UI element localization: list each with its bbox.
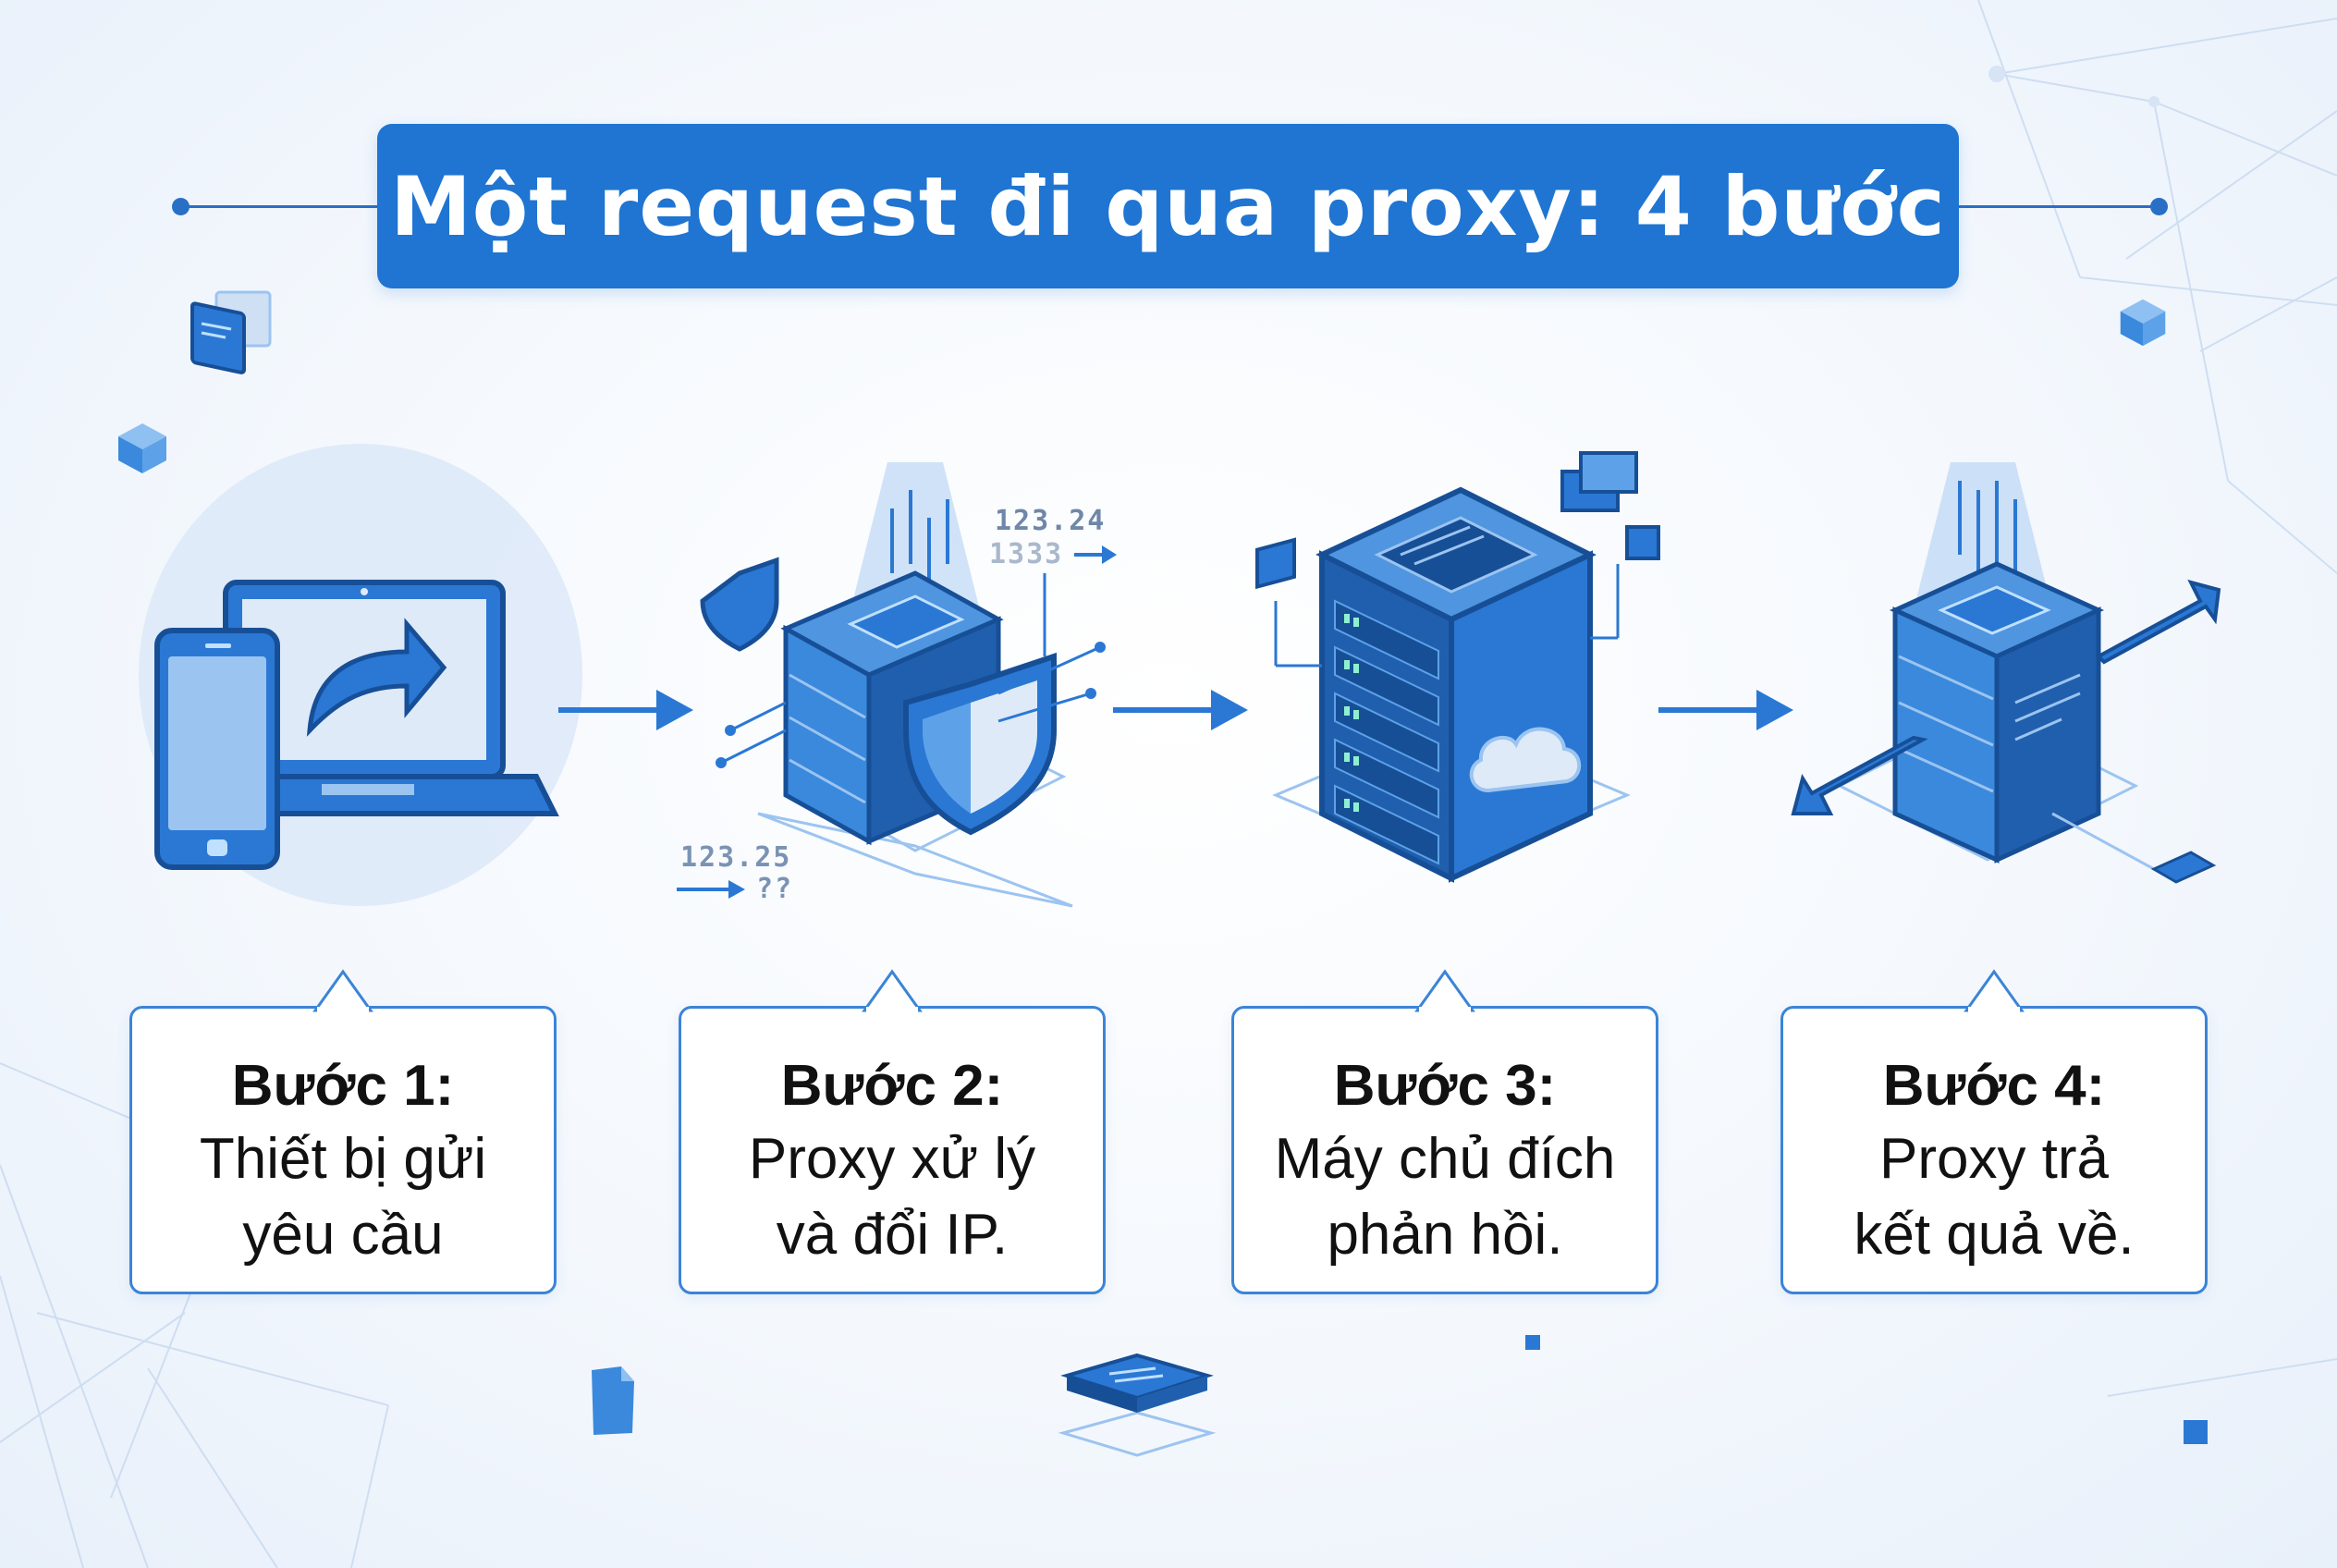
step-description: Proxy trả kết quả về.	[1854, 1127, 2135, 1267]
window-stack-icon	[190, 290, 272, 374]
document-icon	[592, 1366, 634, 1435]
step-title: Bước 2:	[780, 1054, 1004, 1118]
new-ip-arrow-icon	[1074, 545, 1117, 564]
square-dot	[1525, 1335, 1540, 1350]
new-ip-suffix-label: 1333	[989, 538, 1064, 570]
chip-tile-icon	[1058, 1353, 1217, 1457]
page-title: Một request đi qua proxy: 4 bước	[390, 158, 1946, 254]
old-ip-arrow-icon	[677, 880, 745, 899]
old-ip-label: 123.25	[680, 841, 792, 874]
title-connector-left	[180, 205, 377, 208]
step-card-pointer	[1964, 969, 2025, 1014]
flow-arrow-1	[558, 690, 693, 730]
step-card-1: Bước 1: Thiết bị gửi yêu cầu	[129, 969, 557, 1294]
title-connector-right	[1959, 205, 2159, 208]
step-description: Proxy xử lý và đổi IP.	[748, 1127, 1036, 1267]
old-ip-suffix-label: ??	[756, 873, 794, 905]
cube-icon	[118, 423, 166, 473]
flow-arrow-2	[1113, 690, 1248, 730]
step-card-pointer	[862, 969, 923, 1014]
proxy-server-shield-icon	[700, 462, 1106, 908]
square-dot	[2184, 1420, 2208, 1444]
step-description: Thiết bị gửi yêu cầu	[199, 1127, 487, 1267]
step-card-pointer	[1414, 969, 1475, 1014]
title-banner: Một request đi qua proxy: 4 bước	[0, 124, 2337, 288]
new-ip-label: 123.24	[995, 505, 1107, 537]
step-title: Bước 3:	[1333, 1054, 1557, 1118]
title-box: Một request đi qua proxy: 4 bước	[377, 124, 1959, 288]
cube-icon	[2120, 299, 2166, 347]
step-card-3: Bước 3: Máy chủ đích phản hồi.	[1231, 969, 1658, 1294]
devices-send-icon	[139, 444, 582, 906]
proxy-return-arrows-icon	[1791, 462, 2221, 884]
step-description: Máy chủ đích phản hồi.	[1274, 1127, 1616, 1267]
destination-server-cloud-icon	[1255, 451, 1660, 883]
step-card-4: Bước 4: Proxy trả kết quả về.	[1780, 969, 2208, 1294]
title-dot-right	[2150, 198, 2168, 215]
flow-arrow-3	[1658, 690, 1793, 730]
step-card-pointer	[312, 969, 373, 1014]
step-title: Bước 1:	[231, 1054, 455, 1118]
step-card-2: Bước 2: Proxy xử lý và đổi IP.	[679, 969, 1106, 1294]
step-title: Bước 4:	[1882, 1054, 2106, 1118]
title-dot-left	[172, 198, 190, 215]
